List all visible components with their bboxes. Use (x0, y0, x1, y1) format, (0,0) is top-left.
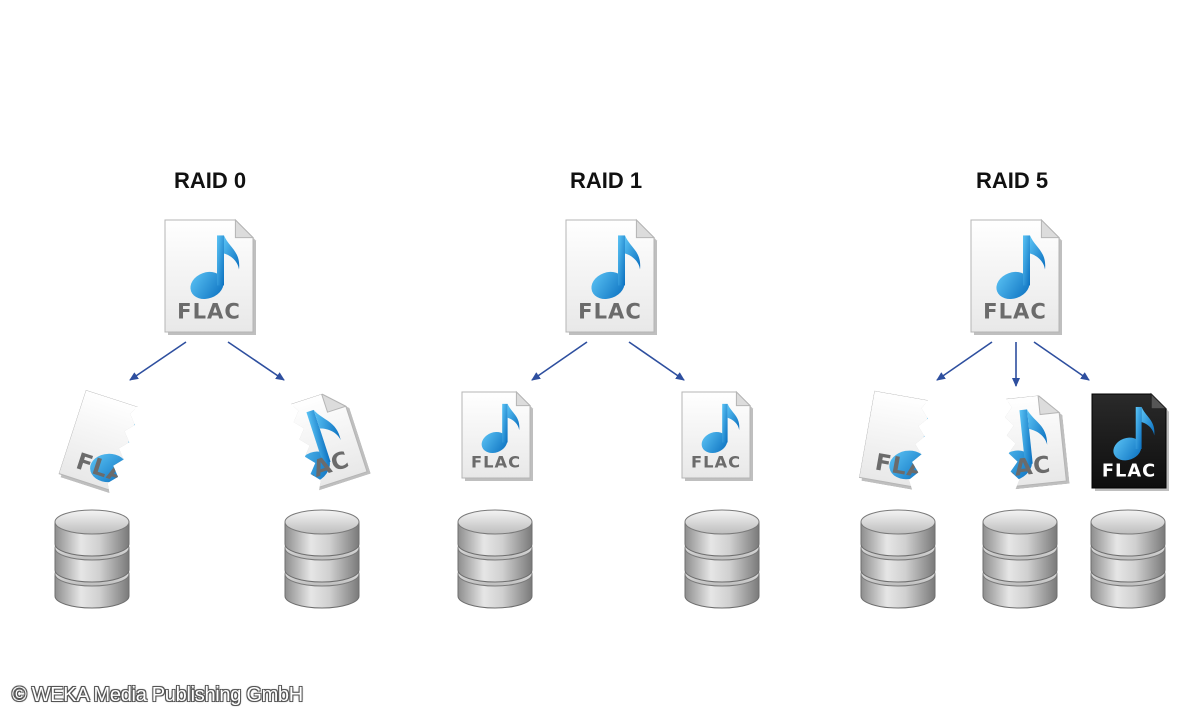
arrow-icon (936, 341, 993, 381)
music-note-icon (481, 403, 520, 453)
disk-stack-icon (860, 509, 936, 609)
arrow-icon (628, 341, 685, 381)
file-label: FLAC (691, 453, 741, 472)
disk-stack-icon (457, 509, 533, 609)
disk-stack-icon (982, 509, 1058, 609)
file-fragment-icon: FLAC (858, 390, 931, 491)
flac-file-icon: FLAC (681, 390, 753, 481)
music-note-icon (1113, 406, 1155, 461)
flac-file-icon: FLAC (164, 218, 256, 335)
file-label: FLAC (177, 299, 241, 324)
flac-file-icon: FLAC (970, 218, 1062, 335)
file-fragment-icon: FLAC (58, 389, 141, 495)
raid-1-title: RAID 1 (569, 168, 643, 193)
music-note-icon (591, 235, 641, 299)
arrow-icon (1033, 341, 1090, 381)
file-label: FLAC (578, 299, 642, 324)
flac-parity-file-icon: FLAC (1091, 392, 1169, 491)
disk-stack-icon (54, 509, 130, 609)
file-label: FLAC (1102, 461, 1156, 482)
raid-5-title: RAID 5 (975, 168, 1049, 193)
flac-file-icon: FLAC (565, 218, 657, 335)
disk-stack-icon (684, 509, 760, 609)
file-label: FLAC (983, 299, 1047, 324)
disk-stack-icon (284, 509, 360, 609)
music-note-icon (701, 403, 740, 453)
arrow-icon (227, 341, 285, 381)
arrow-icon (129, 341, 187, 381)
raid-0-title: RAID 0 (173, 168, 247, 193)
file-fragment-icon: FLAC (1003, 394, 1070, 490)
flac-file-icon: FLAC (461, 390, 533, 481)
music-note-icon (190, 235, 240, 299)
arrow-icon (531, 341, 588, 381)
file-fragment-icon: FLAC (288, 392, 371, 492)
disk-stack-icon (1090, 509, 1166, 609)
music-note-icon (996, 235, 1046, 299)
copyright-notice: © WEKA Media Publishing GmbH (12, 684, 303, 706)
file-label: FLAC (471, 453, 521, 472)
